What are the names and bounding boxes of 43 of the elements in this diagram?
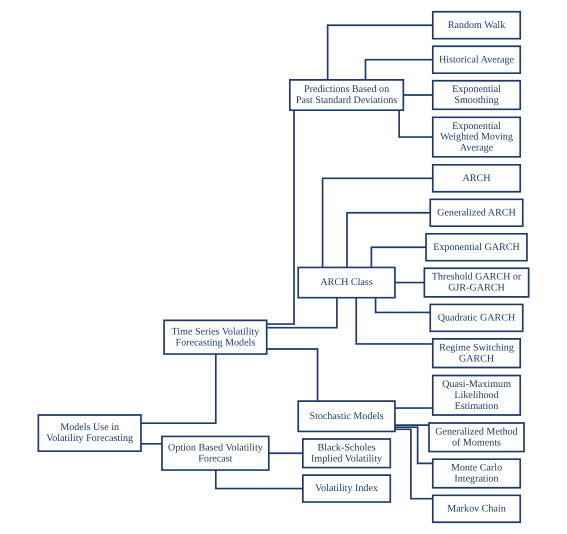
connector [266, 298, 338, 329]
node-box: Random Walk [432, 10, 522, 40]
node-box: Quadratic GARCH [429, 304, 524, 332]
node-box: Threshold GARCH or GJR-GARCH [424, 267, 530, 298]
connector [370, 246, 426, 268]
node-box: Generalized Method of Moments [428, 422, 525, 452]
connector [404, 94, 432, 96]
connector [269, 452, 303, 454]
node-box: Regime Switching GARCH [432, 338, 522, 368]
connector [266, 110, 295, 325]
node-box: Generalized ARCH [429, 198, 524, 228]
connector [322, 177, 432, 268]
connector [355, 298, 433, 345]
connector [326, 24, 433, 80]
node-box: ARCH [432, 164, 522, 193]
node-box: Exponential Smoothing [432, 80, 522, 110]
connector [346, 212, 430, 268]
connector [374, 298, 430, 314]
node-box: Option Based Volatility Forecast [161, 436, 270, 471]
node-box: Exponential GARCH [425, 232, 528, 262]
node-box: Exponential Weighted Moving Average [432, 116, 522, 158]
node-box: Stochastic Models [297, 400, 396, 432]
connector [394, 424, 429, 426]
connector [141, 442, 162, 445]
node-box: Monte Carlo Integration [432, 458, 522, 489]
node-box: Predictions Based on Past Standard Deviations [288, 79, 404, 111]
node-box: Models Use in Volatility Forecasting [38, 414, 142, 452]
node-box: Markov Chain [432, 494, 522, 524]
node-box: Time Series Volatility Forecasting Models [163, 320, 268, 355]
node-box: Historical Average [432, 45, 522, 74]
connector [266, 348, 318, 401]
node-box: ARCH Class [297, 266, 396, 299]
connector [364, 58, 433, 80]
connector [140, 354, 217, 424]
connector [394, 407, 433, 409]
node-box: Black-Scholes Implied Volatility [302, 438, 392, 468]
node-box: Quasi-Maximum Likelihood Estimation [432, 374, 522, 416]
connector [394, 282, 424, 284]
connector [395, 428, 433, 500]
connector [214, 470, 303, 490]
connector [395, 426, 432, 464]
node-box: Volatility Index [302, 474, 392, 503]
connector [398, 110, 433, 138]
